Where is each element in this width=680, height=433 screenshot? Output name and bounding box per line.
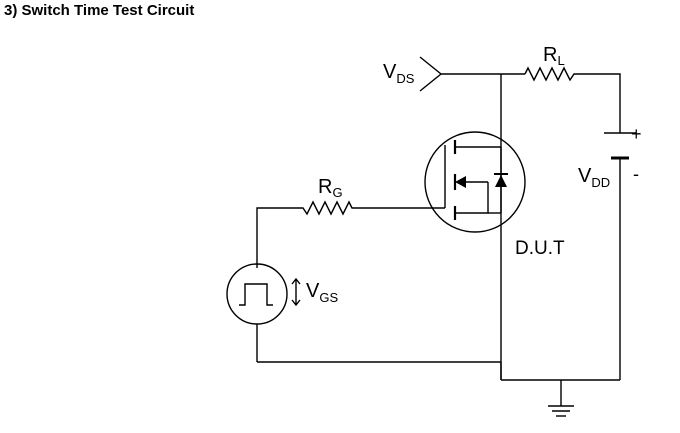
vgs-arrow <box>291 277 301 307</box>
pulse-generator <box>226 263 288 362</box>
vdd-label: VDD <box>578 165 610 190</box>
mosfet-symbol <box>424 131 526 233</box>
plus-sign: + <box>631 124 642 144</box>
ground-icon <box>548 380 574 417</box>
vds-label: VDS <box>383 61 415 86</box>
rg-resistor <box>256 200 445 268</box>
dut-label: D.U.T <box>515 238 565 259</box>
rl-label: RL <box>543 44 565 68</box>
rl-resistor <box>524 66 621 133</box>
vdd-battery <box>604 132 636 380</box>
vgs-label: VGS <box>306 280 338 305</box>
minus-sign: - <box>633 164 639 184</box>
page-title: 3) Switch Time Test Circuit <box>4 2 195 19</box>
return-wire <box>257 361 620 381</box>
rg-label: RG <box>318 176 343 200</box>
vds-terminal <box>419 56 525 92</box>
